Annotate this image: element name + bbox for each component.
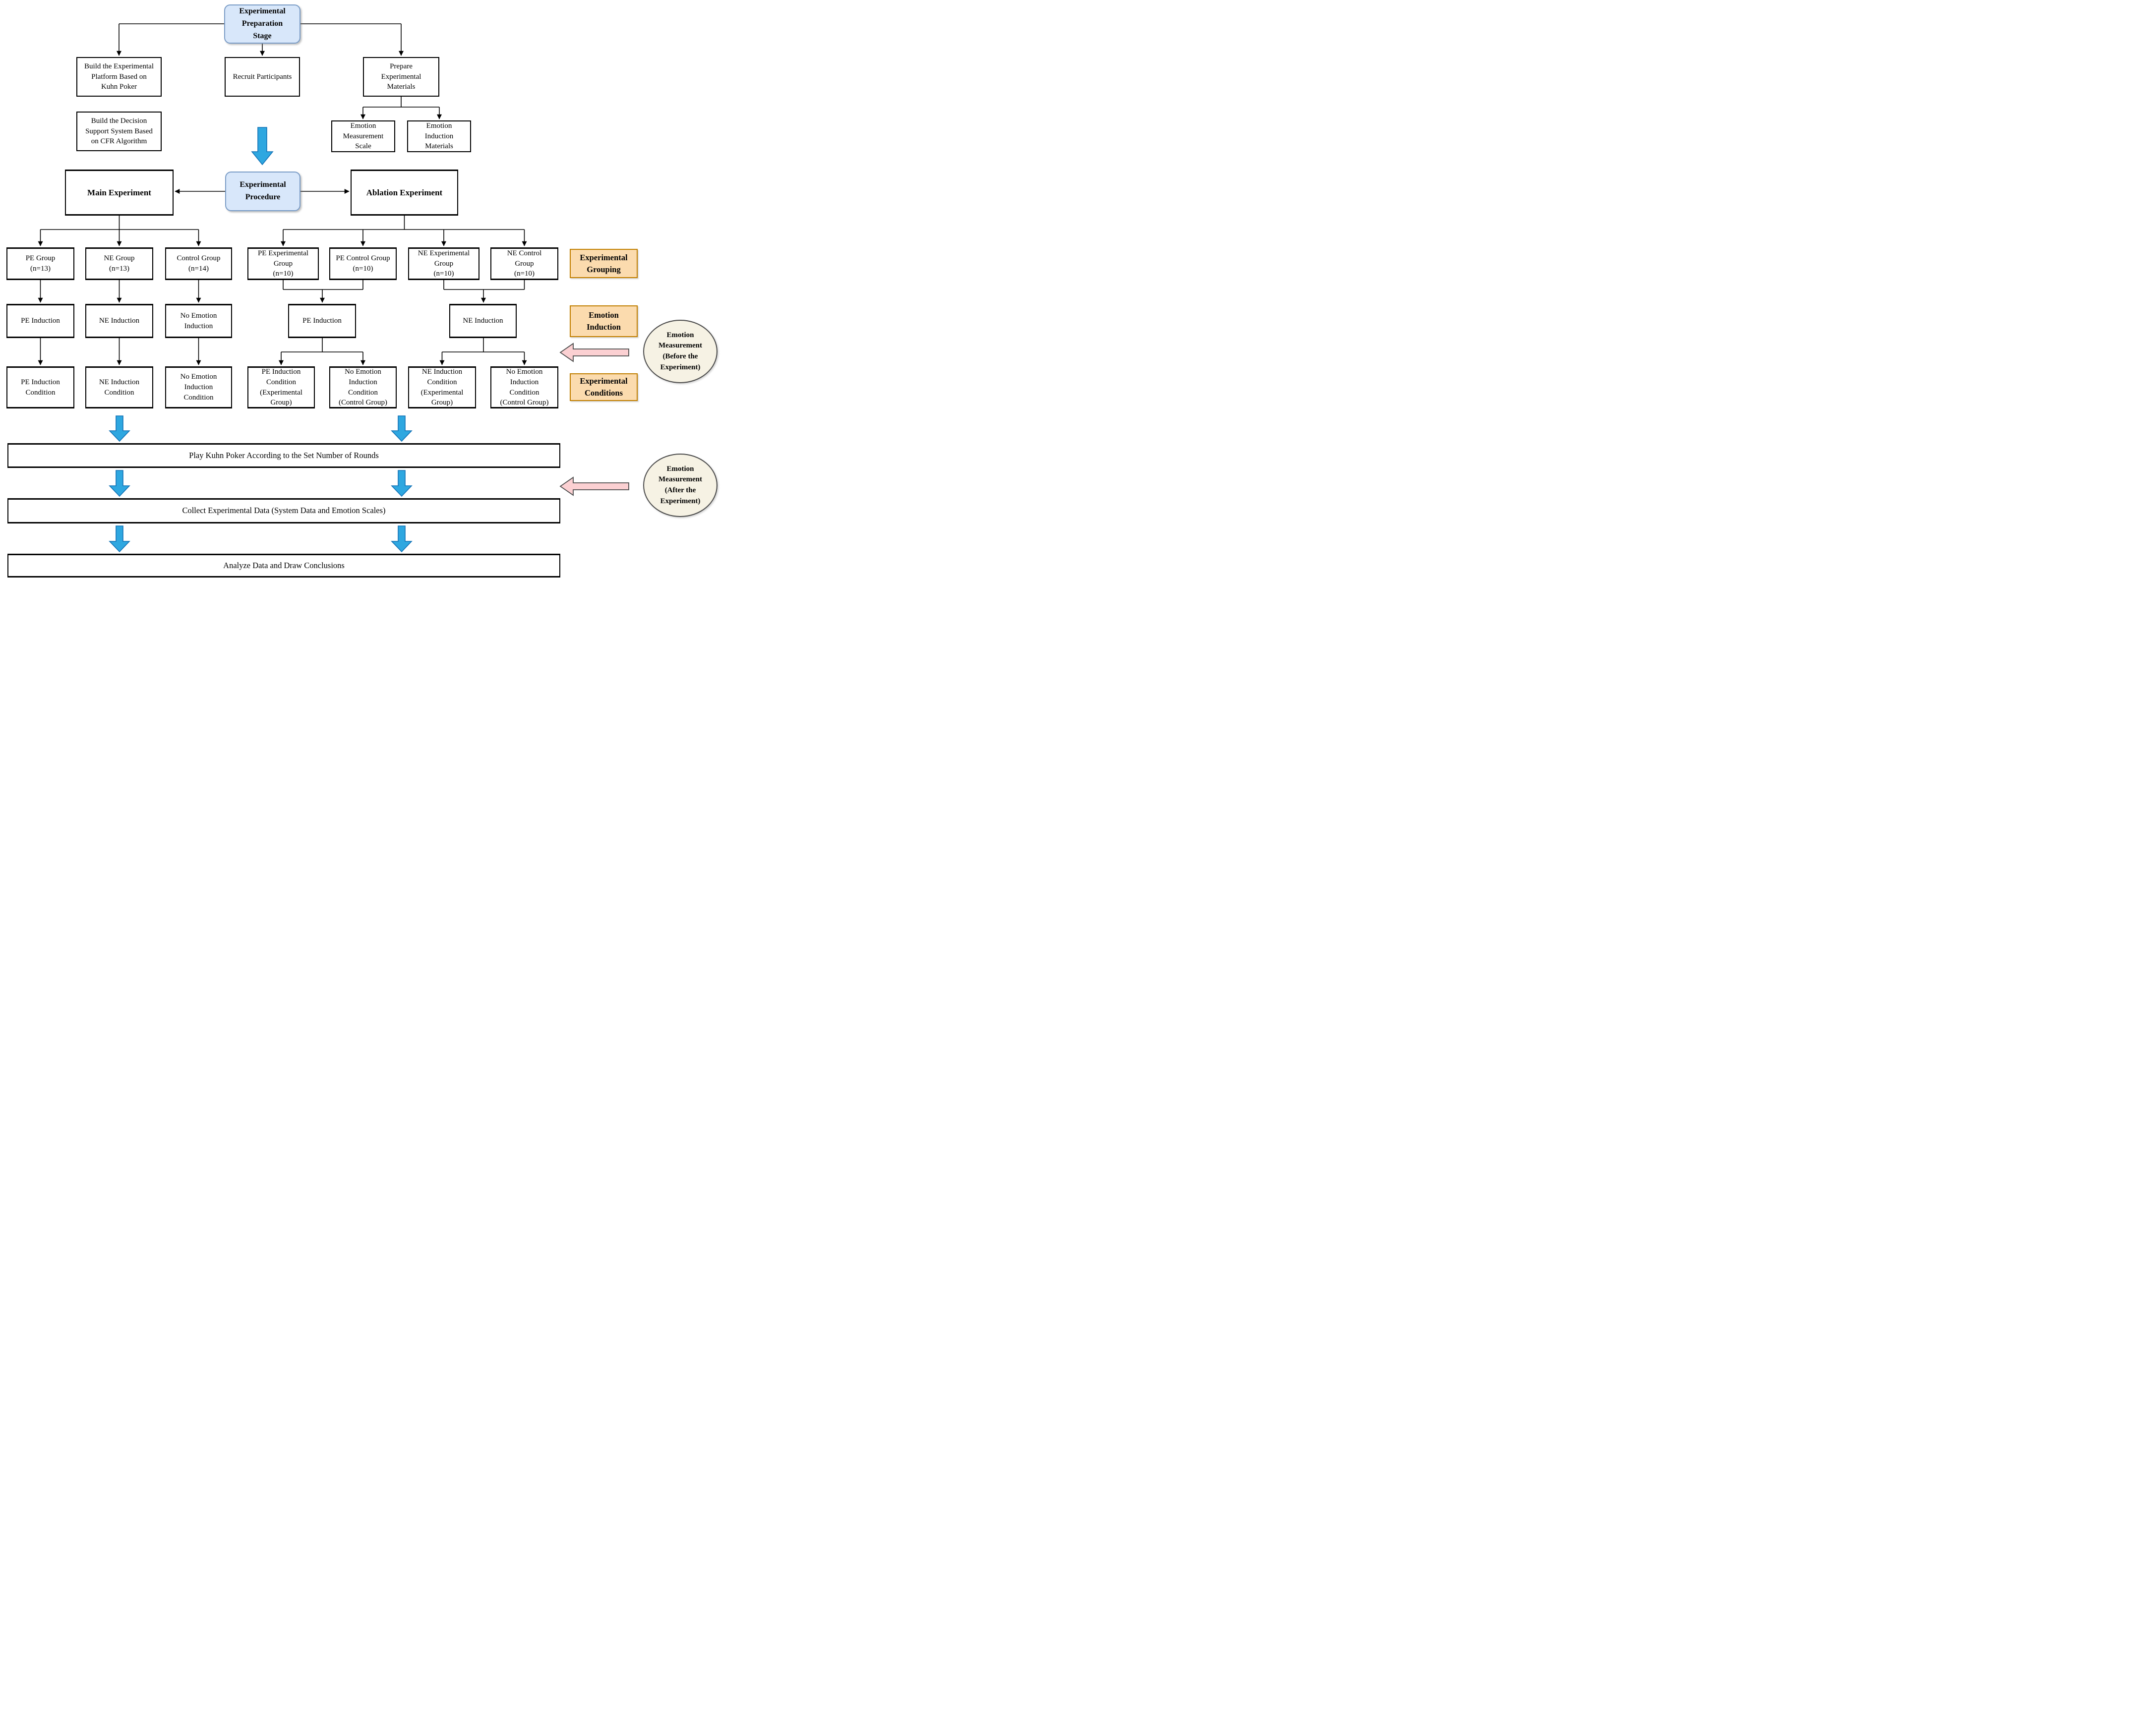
bar-play-kuhn-poker: Play Kuhn Poker According to the Set Num… bbox=[7, 443, 560, 468]
node-pe-experimental-group: PE Experimental Group (n=10) bbox=[247, 247, 319, 280]
node-pe-induction-condition: PE Induction Condition bbox=[6, 366, 74, 408]
node-build-decision-support-system: Build the Decision Support System Based … bbox=[76, 112, 162, 151]
blue-down-arrow-ablation-2 bbox=[391, 470, 413, 497]
node-pe-induction: PE Induction bbox=[6, 304, 74, 338]
node-main-experiment: Main Experiment bbox=[65, 170, 174, 216]
node-no-emotion-induction: No Emotion Induction bbox=[165, 304, 232, 338]
node-ne-induction-condition-experimental: NE Induction Condition (Experimental Gro… bbox=[408, 366, 476, 408]
node-ne-induction-ablation: NE Induction bbox=[449, 304, 517, 338]
side-label-experimental-grouping: Experimental Grouping bbox=[570, 249, 638, 278]
node-pe-control-group: PE Control Group (n=10) bbox=[329, 247, 397, 280]
blue-down-arrow-main-1 bbox=[109, 415, 130, 442]
node-pe-group: PE Group (n=13) bbox=[6, 247, 74, 280]
node-no-emotion-condition-ne-control: No Emotion Induction Condition (Control … bbox=[490, 366, 558, 408]
side-label-emotion-induction: Emotion Induction bbox=[570, 305, 638, 337]
bar-collect-experimental-data: Collect Experimental Data (System Data a… bbox=[7, 498, 560, 523]
blue-flow-arrows bbox=[109, 127, 413, 553]
pink-left-arrow-before bbox=[559, 343, 629, 362]
node-ne-experimental-group: NE Experimental Group (n=10) bbox=[408, 247, 479, 280]
ellipse-emotion-measurement-after: Emotion Measurement (After the Experimen… bbox=[643, 454, 718, 517]
blue-down-arrow-ablation-3 bbox=[391, 525, 413, 553]
blue-down-arrow-main-2 bbox=[109, 470, 130, 497]
pink-measure-arrows bbox=[559, 343, 629, 496]
node-experimental-preparation-stage: Experimental Preparation Stage bbox=[224, 4, 300, 44]
node-experimental-procedure: Experimental Procedure bbox=[225, 172, 300, 211]
node-control-group: Control Group (n=14) bbox=[165, 247, 232, 280]
node-ne-control-group: NE Control Group (n=10) bbox=[490, 247, 558, 280]
node-emotion-measurement-scale: Emotion Measurement Scale bbox=[331, 120, 395, 152]
blue-down-arrow-ablation-1 bbox=[391, 415, 413, 442]
pink-left-arrow-after bbox=[559, 476, 629, 496]
node-recruit-participants: Recruit Participants bbox=[225, 57, 300, 97]
node-emotion-induction-materials: Emotion Induction Materials bbox=[407, 120, 471, 152]
node-ne-group: NE Group (n=13) bbox=[85, 247, 153, 280]
side-label-experimental-conditions: Experimental Conditions bbox=[570, 373, 638, 401]
blue-down-arrow-main-3 bbox=[109, 525, 130, 553]
node-ne-induction: NE Induction bbox=[85, 304, 153, 338]
node-ne-induction-condition: NE Induction Condition bbox=[85, 366, 153, 408]
node-build-experimental-platform: Build the Experimental Platform Based on… bbox=[76, 57, 162, 97]
flowchart-experimental-procedure: Experimental Preparation Stage Build the… bbox=[0, 0, 718, 579]
blue-down-arrow-procedure bbox=[251, 127, 274, 166]
node-ablation-experiment: Ablation Experiment bbox=[351, 170, 458, 216]
node-prepare-experimental-materials: Prepare Experimental Materials bbox=[363, 57, 439, 97]
node-no-emotion-condition-pe-control: No Emotion Induction Condition (Control … bbox=[329, 366, 397, 408]
connector-lines bbox=[40, 23, 525, 352]
connector-arrows bbox=[38, 24, 527, 365]
ellipse-emotion-measurement-before: Emotion Measurement (Before the Experime… bbox=[643, 320, 718, 383]
bar-analyze-data: Analyze Data and Draw Conclusions bbox=[7, 554, 560, 578]
node-pe-induction-condition-experimental: PE Induction Condition (Experimental Gro… bbox=[247, 366, 315, 408]
node-no-emotion-induction-condition: No Emotion Induction Condition bbox=[165, 366, 232, 408]
node-pe-induction-ablation: PE Induction bbox=[288, 304, 356, 338]
connector-layer bbox=[38, 23, 629, 553]
